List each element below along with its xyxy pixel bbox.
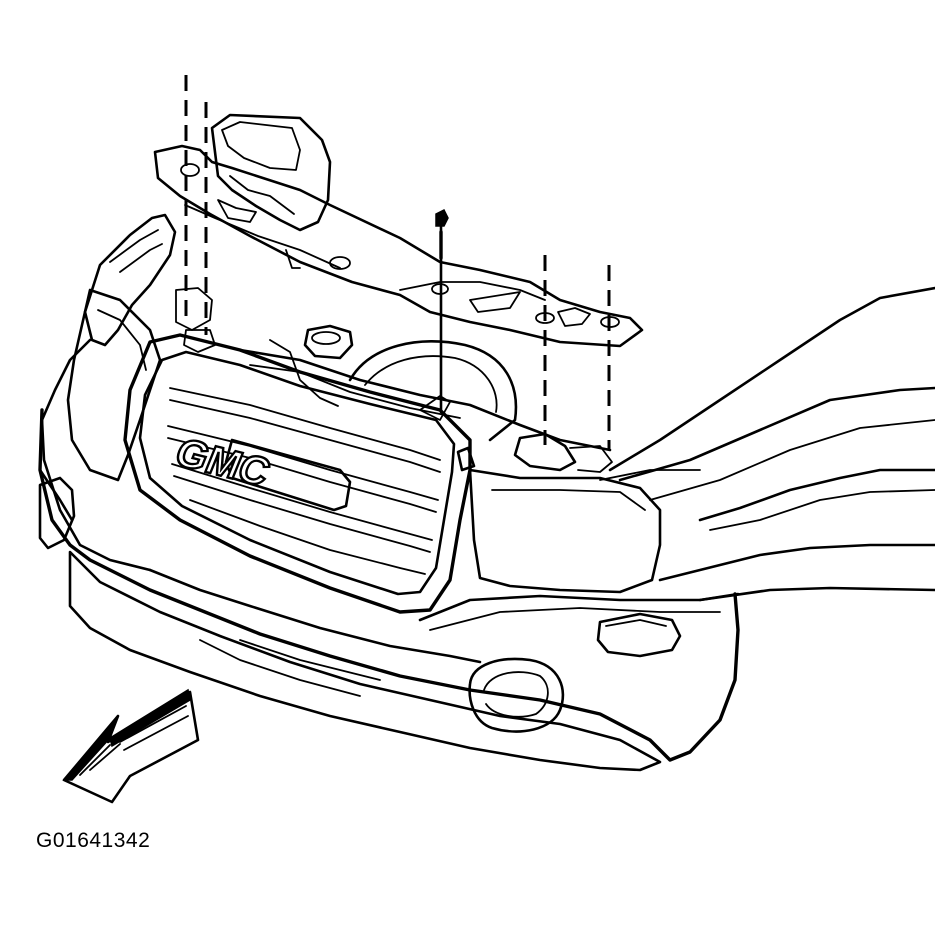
vehicle-body: [40, 213, 935, 602]
grille-emblem-text: GMC: [169, 430, 276, 494]
figure-id-label: G01641342: [36, 829, 151, 852]
fastener-alignment-lines: [184, 75, 611, 450]
front-bumper: [38, 408, 740, 772]
front-direction-arrow-icon: [62, 688, 200, 804]
engine-compartment: [175, 287, 613, 473]
mounting-bolt: [435, 208, 449, 414]
hood-latch-housing: [210, 113, 332, 232]
right-headlamp: [468, 468, 701, 594]
radiator-support-panel: [153, 144, 644, 348]
